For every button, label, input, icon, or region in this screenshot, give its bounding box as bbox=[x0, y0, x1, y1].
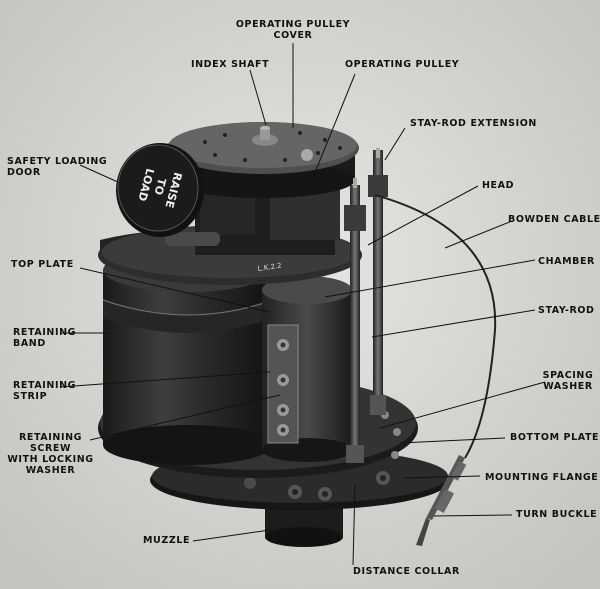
label-top-plate: TOP PLATE bbox=[11, 259, 74, 270]
label-muzzle: MUZZLE bbox=[143, 535, 191, 546]
label-turn-buckle: TURN BUCKLE bbox=[516, 509, 598, 520]
bowden-cable-part bbox=[374, 194, 497, 546]
label-mounting-flange: MOUNTING FLANGE bbox=[485, 472, 599, 483]
safety-loading-door-part: RAISE TO LOAD bbox=[116, 143, 204, 237]
label-stay-rod: STAY-ROD bbox=[538, 305, 595, 316]
retaining-strip-part bbox=[267, 324, 299, 444]
plate-marking: L.K.2.2 bbox=[257, 262, 282, 273]
leader-lines bbox=[59, 43, 546, 566]
label-bottom-plate: BOTTOM PLATE bbox=[510, 432, 600, 443]
stay-rods bbox=[344, 148, 388, 463]
label-bowden-cable: BOWDEN CABLE bbox=[508, 214, 600, 225]
label-chamber: CHAMBER bbox=[538, 256, 595, 267]
label-head: HEAD bbox=[482, 180, 515, 191]
label-stay-rod-extension: STAY-ROD EXTENSION bbox=[410, 118, 537, 129]
label-index-shaft: INDEX SHAFT bbox=[191, 59, 270, 70]
label-distance-collar: DISTANCE COLLAR bbox=[353, 566, 460, 577]
operating-pulley-part bbox=[167, 122, 359, 198]
label-operating-pulley: OPERATING PULLEY bbox=[345, 59, 460, 70]
